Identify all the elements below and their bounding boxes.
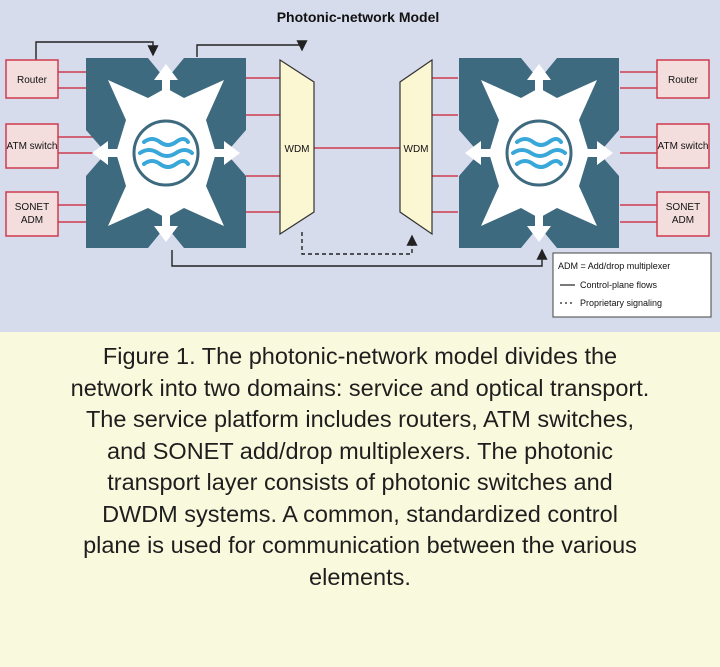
caption-line: and SONET add/drop multiplexers. The pho… <box>107 437 613 464</box>
right-router-box: Router <box>656 59 710 99</box>
network-diagram: Photonic-network Model Router ATM swit <box>0 0 720 332</box>
left-atm-switch-label: ATM switch <box>6 140 58 152</box>
right-atm-switch-label: ATM switch <box>657 140 709 152</box>
right-device-links <box>620 71 658 223</box>
left-photonic-switch-icon <box>86 58 246 248</box>
left-router-box: Router <box>5 59 59 99</box>
caption-line: transport layer consists of photonic swi… <box>107 469 613 495</box>
left-device-links <box>57 71 95 223</box>
control-flow-arrows-top <box>35 40 308 60</box>
caption-line: DWDM systems. A common, standardized con… <box>102 500 618 527</box>
caption-line: The service platform includes routers, A… <box>85 406 635 432</box>
left-wdm: WDM <box>279 58 315 236</box>
left-sonet-adm-box: SONET ADM <box>5 191 59 237</box>
left-wdm-label: WDM <box>285 144 310 155</box>
caption-line: network into two domains: service and op… <box>70 374 650 401</box>
caption-line: plane is used for communication between … <box>83 532 637 558</box>
right-router-label: Router <box>668 75 699 86</box>
right-atm-switch-box: ATM switch <box>656 123 710 169</box>
legend-dashed: Proprietary signaling <box>580 298 662 308</box>
legend: ADM = Add/drop multiplexer Control-plane… <box>552 252 712 318</box>
caption-line: Figure 1. The photonic-network model div… <box>102 343 618 369</box>
right-sonet-adm-box: SONET ADM <box>656 191 710 237</box>
legend-abbrev: ADM = Add/drop multiplexer <box>558 261 670 271</box>
left-router-label: Router <box>17 75 48 86</box>
right-wdm: WDM <box>399 58 433 236</box>
diagram-title: Photonic-network Model <box>277 9 440 25</box>
control-flow-arrows-bottom <box>171 232 548 267</box>
legend-solid: Control-plane flows <box>580 280 658 290</box>
figure-caption: Figure 1. The photonic-network model div… <box>0 332 720 667</box>
left-sonet-adm-label: SONET ADM <box>14 202 50 226</box>
switch-wdm-links <box>246 77 458 213</box>
caption-line: elements. <box>309 563 411 590</box>
left-atm-switch-box: ATM switch <box>5 123 59 169</box>
right-wdm-label: WDM <box>404 144 429 155</box>
right-sonet-adm-label: SONET ADM <box>665 202 701 226</box>
right-photonic-switch-icon <box>459 58 619 248</box>
